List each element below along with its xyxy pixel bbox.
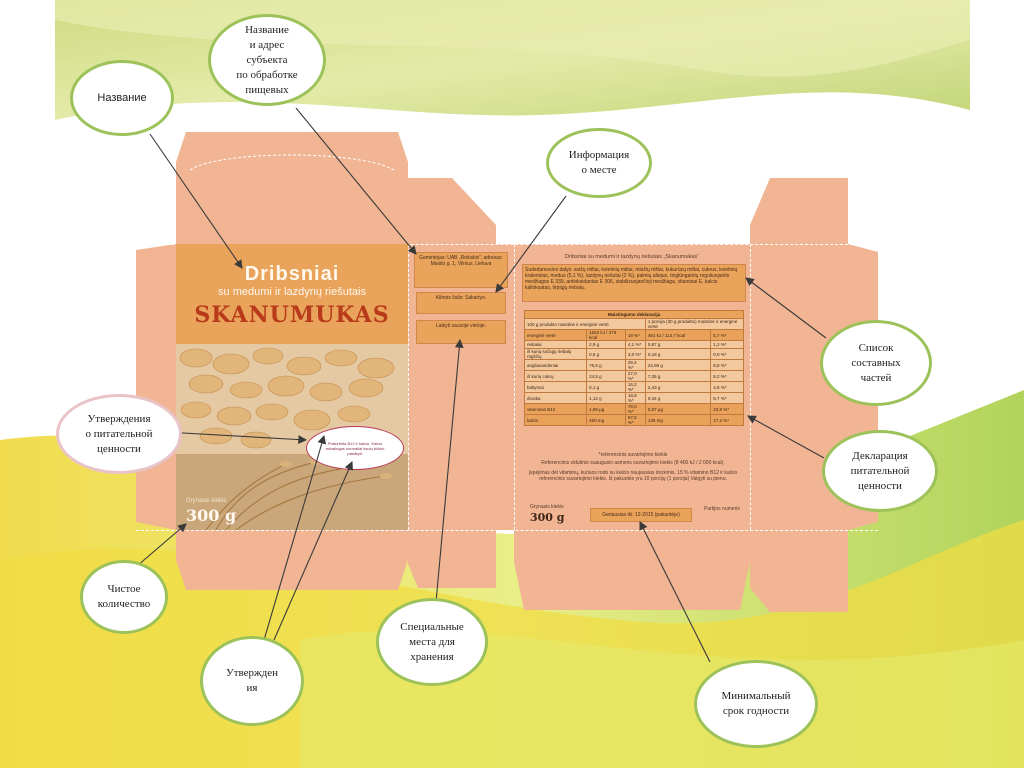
storage-text: Laikyti sausoje vietoje. [435,323,487,329]
origin-text: Kilmės šalis: Sakartyo. [435,295,487,301]
arrow-nutrition-declaration [747,415,825,459]
ingredients-box: Sudedamosios dalys: avižų miltai, kvieti… [522,264,746,302]
origin-box: Kilmės šalis: Sakartyo. [416,292,506,314]
arrow-name [149,133,243,269]
producer-box: Gamintojas: UAB „Rokiskis“, adresas: Mai… [414,252,508,288]
net-weight-label: Grynasis kiekis [186,498,227,504]
product-name-line2: su medumi ir lazdynų riešutais [218,286,366,298]
annotation-ingredients: Список составных частей [820,320,932,406]
annotation-origin: Информация о месте [546,128,652,198]
annotation-best-before: Минимальный срок годности [694,660,818,748]
fold-line-top [136,244,878,245]
nutrient-portion-percent: 4,9 %* [710,381,744,393]
annotation-nutrition-declaration: Декларация питательной ценности [822,430,938,512]
annotation-producer: Название и адрес субъекта по обработке п… [208,14,326,106]
arrow-best-before [639,521,711,663]
annotation-claims-label: Утвержден ия [225,667,279,694]
annotation-claims: Утвержден ия [200,636,304,726]
brand-name: SKANUMUKAS [194,302,390,328]
annotation-name-label: Название [97,91,147,104]
annotation-producer-label: Название и адрес субъекта по обработке п… [236,23,298,96]
reference-note: *referencinis suvartojimo kiekis [598,452,668,458]
front-header [176,244,408,344]
back-net-weight: 300 g [530,511,565,524]
batch-label: Partijos numeris [704,506,740,512]
annotation-ingredients-label: Список составных частей [851,341,901,384]
reference-text: Referencinis vidutinio suaugusio asmens … [541,460,725,466]
back-title: Dribsniai su medumi ir lazdynų riešutais… [565,254,699,260]
annotation-origin-label: Информация о месте [568,149,630,176]
fold-line-v4 [750,244,751,530]
net-weight: 300 g [186,506,237,525]
arrow-claims-1 [263,434,327,641]
nutrient-portion-value: 138 mg [644,414,712,426]
nutrient-value: 460 mg [586,414,626,426]
ingredients-text: Sudedamosios dalys: avižų miltai, kvieti… [525,267,738,291]
annotation-net-quantity-label: Чистое количество [97,583,151,610]
annotation-name: Название [70,60,174,136]
annotation-net-quantity: Чистое количество [80,560,168,634]
nutrition-table: Maistingumo deklaracija 100 g produkto m… [523,310,745,426]
nutrition-notes: Įspėjimas dėl vitaminų, kuriuos rodo su … [528,470,738,482]
fold-line-bottom [136,530,878,531]
annotation-nutrition-claims-label: Утверждения о питательной ценности [85,412,153,455]
annotation-nutrition-claims: Утверждения о питательной ценности [56,394,182,474]
best-before-text: Geriausias iki: 12-2015 (pakuotėje) [602,512,680,518]
back-net-weight-label: Grynasis kiekis [530,504,564,510]
claim-badge: Praturtinta B12 ir kalciu. Kalcis reikal… [306,426,404,470]
product-name-line1: Dribsniai [244,263,340,285]
arrow-origin [495,195,567,293]
annotation-nutrition-declaration-label: Декларация питательной ценности [850,449,910,492]
nutrition-header-portion: 1 porcija (30 g produkto) maistinė ir en… [644,318,745,330]
arrow-producer [295,107,417,255]
arrow-storage [435,338,464,603]
nutrient-name: kalcis [523,414,588,426]
arrow-claims-nutrition [164,431,308,444]
annotation-storage: Специальные места для хранения [376,598,488,686]
fold-line-v3 [514,244,515,530]
arrow-claims-2 [273,460,353,641]
producer-text: Gamintojas: UAB „Rokiskis“, adresas: Mai… [419,255,503,267]
annotation-best-before-label: Минимальный срок годности [721,690,791,717]
nutrient-percent: 57,5 %* [624,414,646,426]
claim-text: Praturtinta B12 ir kalciu. Kalcis reikal… [325,440,385,456]
arrow-ingredients [745,277,827,339]
fold-line-v2 [408,244,409,530]
nutrient-portion-percent: 17,2 %* [710,414,744,426]
annotation-storage-label: Специальные места для хранения [400,620,464,663]
nutrient-portion-percent: 22,8 %* [710,403,744,415]
